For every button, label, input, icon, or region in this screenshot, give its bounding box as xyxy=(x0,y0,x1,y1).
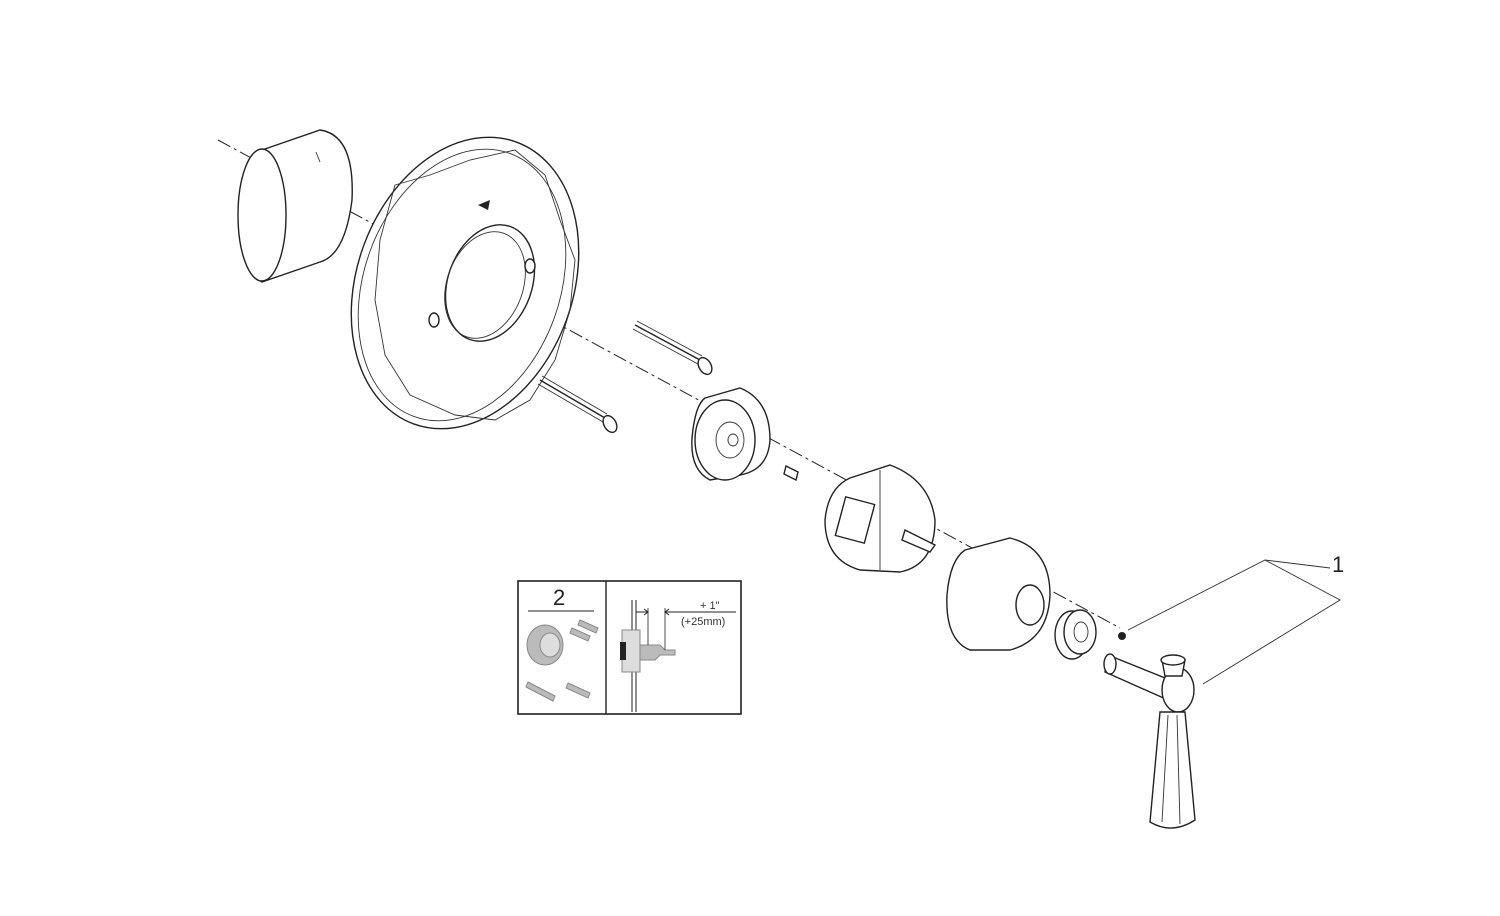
callout-part-2: 2 xyxy=(553,585,566,610)
extension-kit-icon xyxy=(525,619,599,702)
cap xyxy=(946,537,1051,651)
leader-lines-part-1 xyxy=(1127,559,1341,685)
sleeve xyxy=(237,129,353,283)
callout-part-1: 1 xyxy=(1332,552,1345,577)
dimension-mm: (+25mm) xyxy=(681,616,726,628)
lever-handle xyxy=(1103,653,1196,829)
escutcheon-plate xyxy=(350,136,580,430)
screw-lower xyxy=(537,375,618,434)
ring xyxy=(1054,609,1097,660)
inset-panel xyxy=(517,580,742,715)
adapter xyxy=(691,387,771,481)
cartridge xyxy=(824,464,937,573)
set-screw xyxy=(1118,632,1126,640)
screw-upper xyxy=(632,320,713,376)
small-screw xyxy=(783,464,799,482)
installation-depth-icon xyxy=(620,600,736,712)
dimension-inch: + 1" xyxy=(700,600,720,612)
center-axis xyxy=(217,139,1121,629)
